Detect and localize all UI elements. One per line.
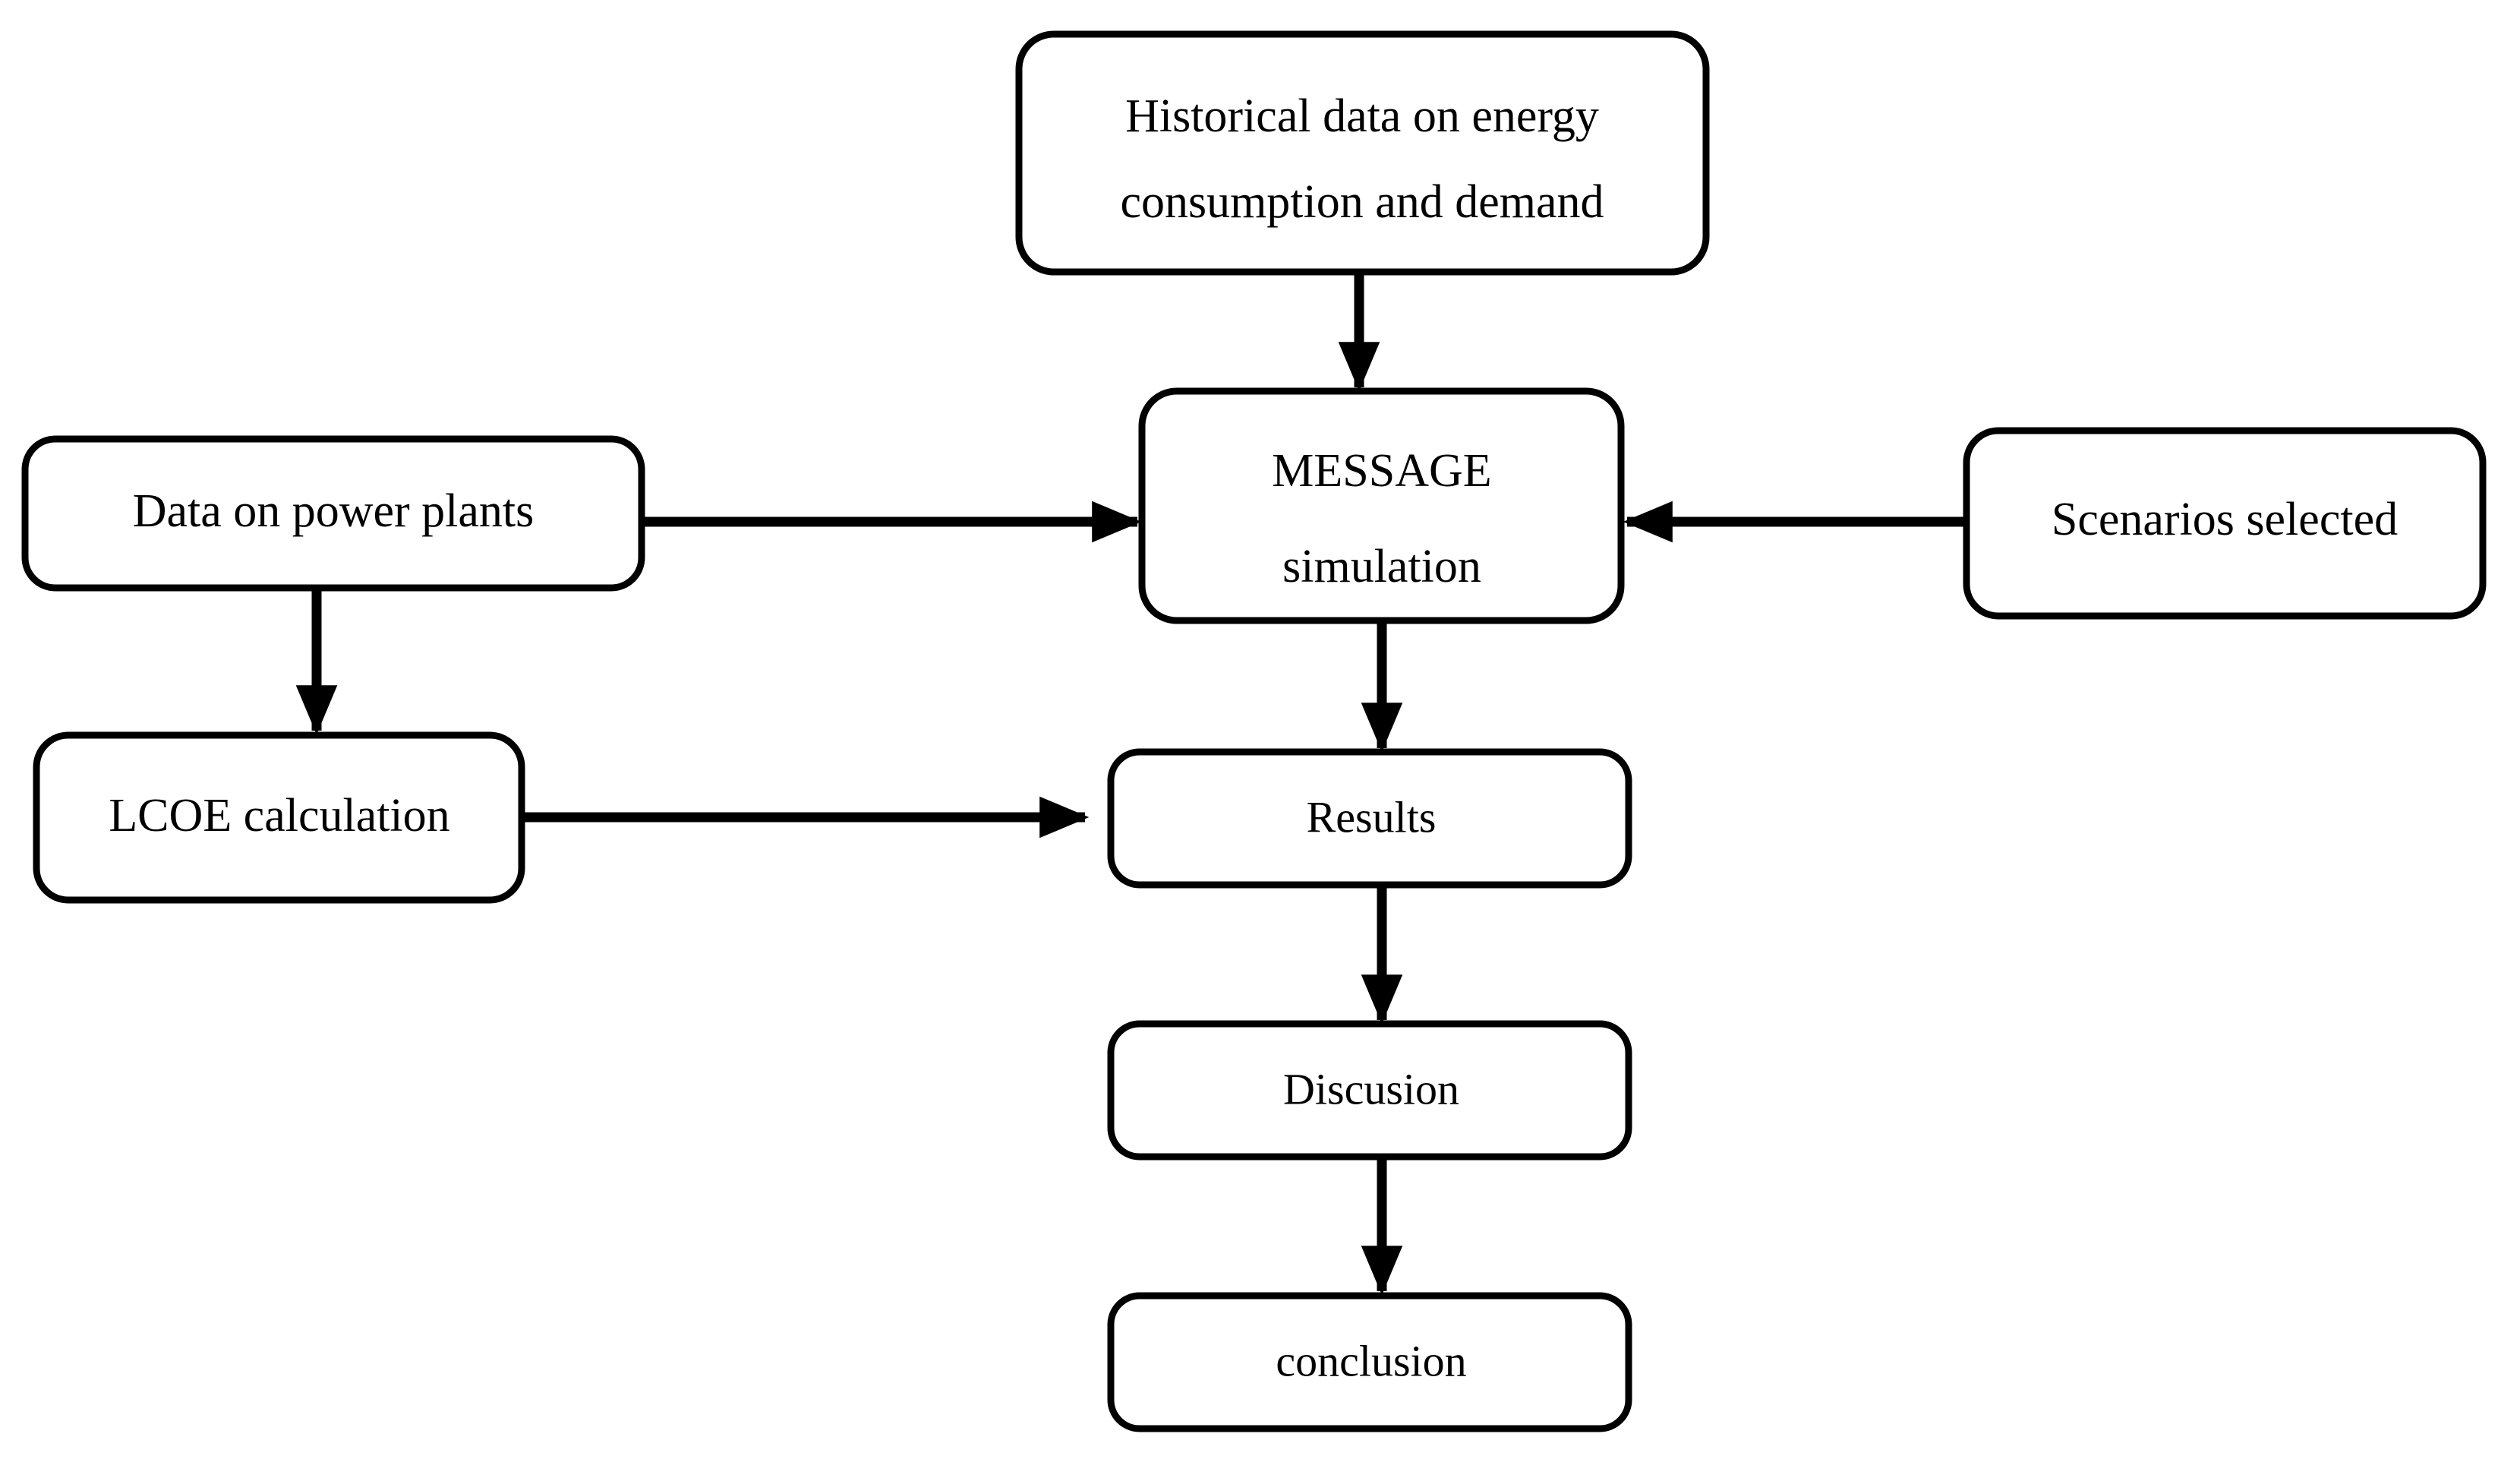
- node-data-power-plants[interactable]: Data on power plants: [21, 435, 645, 592]
- node-data-power-plants-shape[interactable]: [21, 435, 645, 592]
- node-historical-data-shape[interactable]: [1015, 30, 1710, 276]
- node-discusion-label: Discusion: [1283, 1064, 1459, 1113]
- node-historical-data-label-line2: consumption and demand: [1120, 176, 1604, 228]
- node-conclusion-label: conclusion: [1276, 1336, 1466, 1385]
- node-conclusion[interactable]: conclusion: [1107, 1292, 1632, 1432]
- node-message-simulation-label-line2: simulation: [1282, 541, 1481, 592]
- node-scenarios-selected-label: Scenarios selected: [2052, 494, 2398, 545]
- node-conclusion-shape[interactable]: [1107, 1292, 1632, 1432]
- node-discusion-shape[interactable]: [1107, 1020, 1632, 1161]
- node-lcoe-calculation[interactable]: LCOE calculation: [33, 731, 525, 904]
- node-scenarios-selected-shape[interactable]: [1963, 427, 2487, 620]
- node-lcoe-calculation-label: LCOE calculation: [109, 790, 449, 842]
- node-historical-data-label-line1: Historical data on energy: [1125, 90, 1599, 142]
- node-scenarios-selected[interactable]: Scenarios selected: [1963, 427, 2487, 620]
- node-message-simulation-label-line1: MESSAGE: [1272, 445, 1491, 497]
- node-message-simulation[interactable]: MESSAGE simulation: [1138, 387, 1625, 624]
- node-results-label: Results: [1307, 792, 1437, 842]
- node-results-shape[interactable]: [1107, 748, 1632, 889]
- node-historical-data[interactable]: Historical data on energy consumption an…: [1015, 30, 1710, 276]
- node-lcoe-calculation-shape[interactable]: [33, 731, 525, 904]
- node-message-simulation-shape[interactable]: [1138, 387, 1625, 624]
- node-discusion[interactable]: Discusion: [1107, 1020, 1632, 1161]
- node-data-power-plants-label: Data on power plants: [133, 485, 535, 537]
- node-results[interactable]: Results: [1107, 748, 1632, 889]
